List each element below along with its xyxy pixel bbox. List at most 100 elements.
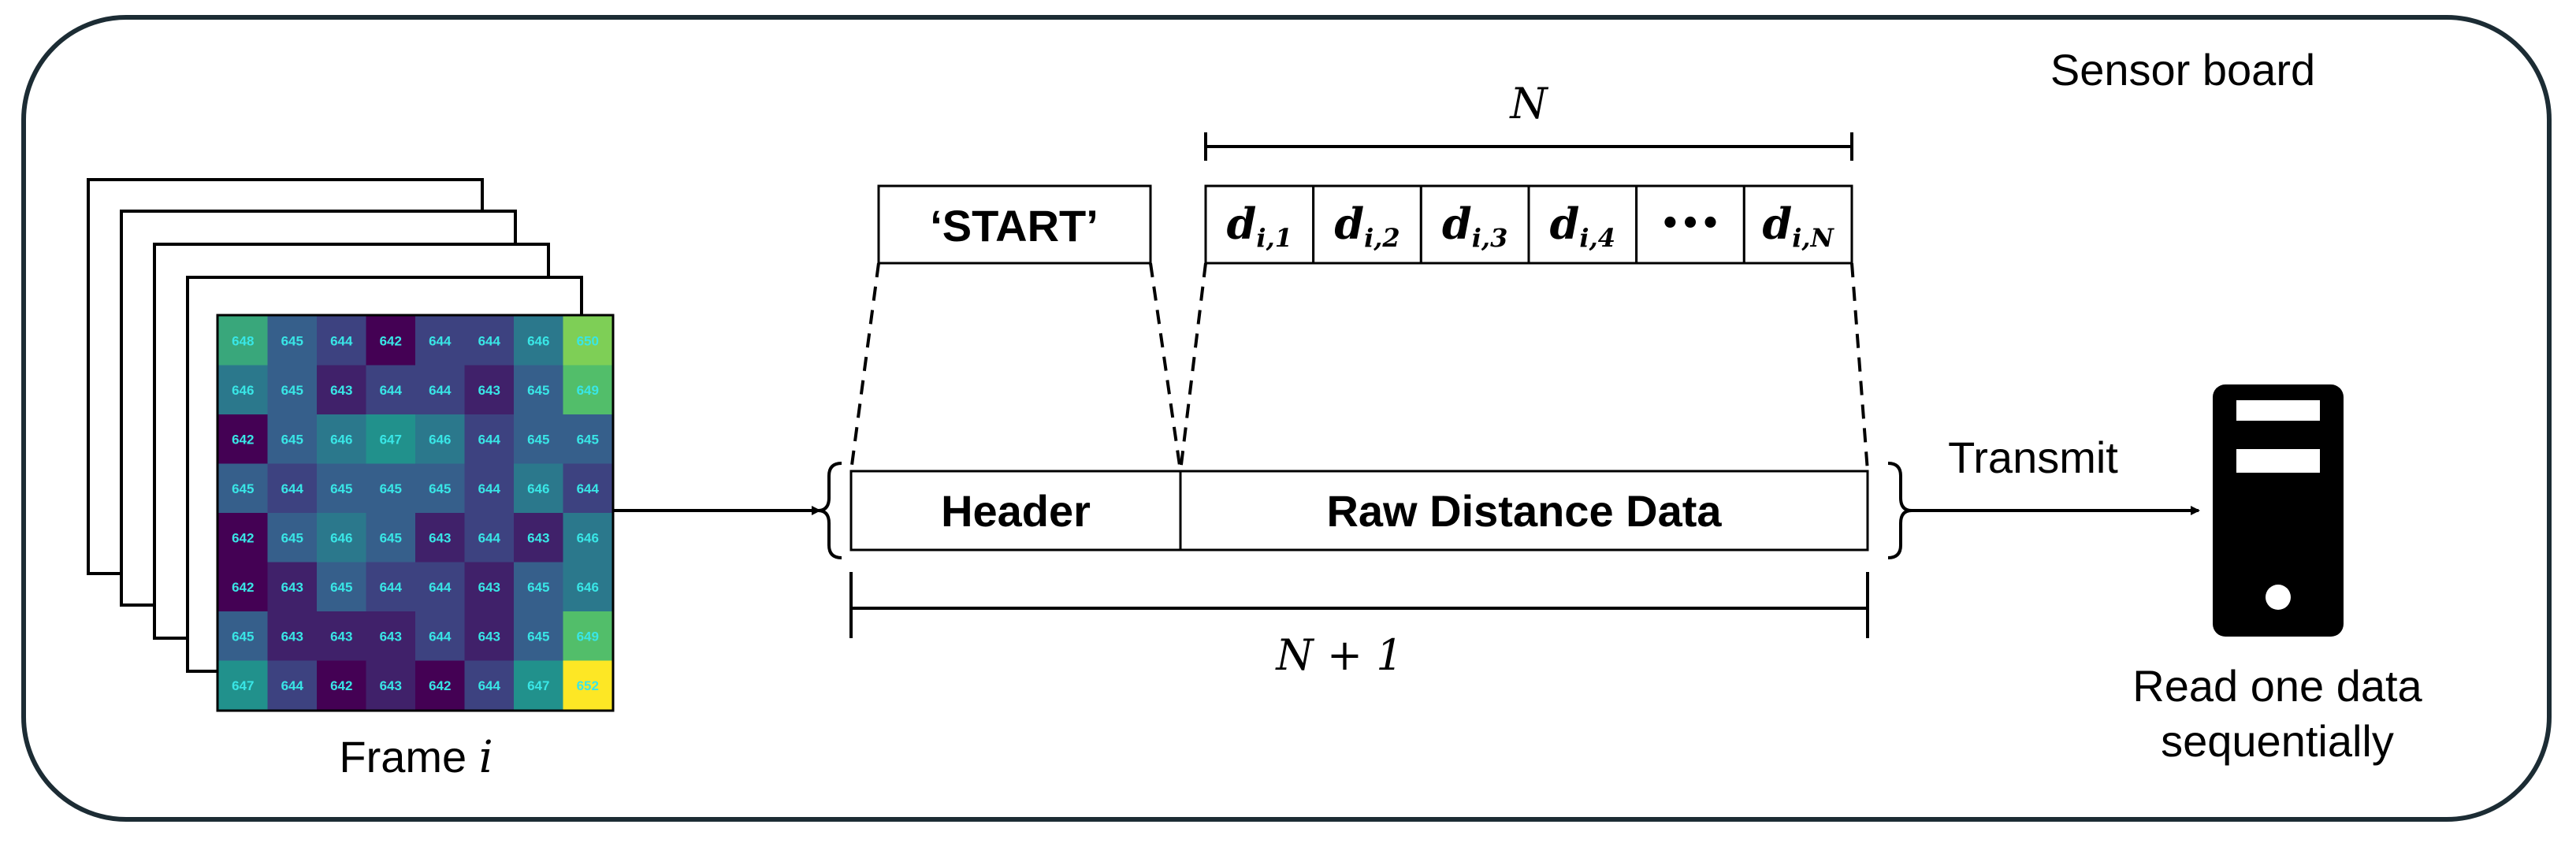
heatmap-cell-value: 650 — [577, 333, 599, 348]
heatmap-cell-value: 644 — [330, 333, 353, 348]
heatmap-cell-value: 644 — [478, 678, 501, 693]
heatmap-cell — [563, 463, 613, 514]
data-cell — [1527, 184, 1638, 265]
heatmap-cell — [366, 660, 416, 711]
heatmap-border — [216, 314, 615, 712]
heatmap-cell-value: 648 — [232, 333, 254, 348]
heatmap-cell — [514, 611, 563, 661]
heatmap-cell — [267, 562, 318, 612]
packet-length-label: N + 1 — [1274, 630, 1403, 680]
heatmap-cell-value: 643 — [281, 629, 303, 644]
data-cell — [1635, 184, 1745, 265]
heatmap-cell — [317, 316, 366, 366]
heatmap-cell-value: 645 — [330, 580, 352, 595]
heatmap-cell-value: 646 — [527, 481, 549, 496]
heatmap-cell-value: 644 — [429, 629, 452, 644]
heatmap-cell — [514, 414, 563, 464]
heatmap-cell — [514, 463, 563, 514]
packet-length-bracket — [849, 572, 1869, 638]
header-field-label: Header — [941, 486, 1091, 536]
heatmap-cell-value: 645 — [380, 530, 402, 545]
heatmap-cell-value: 642 — [380, 333, 402, 348]
data-cell-label: di,3 — [1442, 199, 1507, 253]
heatmap-cell-value: 652 — [577, 678, 599, 693]
heatmap-cell-value: 644 — [478, 432, 501, 447]
heatmap-cell-value: 643 — [478, 580, 500, 595]
frame-stack: 648 645 644 642 644 644 646 650 646 645 643 644 644 6… — [87, 178, 615, 712]
heatmap-cell — [464, 562, 515, 612]
heatmap-cell — [218, 611, 268, 661]
heatmap-cell-value: 646 — [429, 432, 451, 447]
heatmap-cell-value: 646 — [577, 580, 599, 595]
heatmap-cell — [464, 414, 515, 464]
sensor-board-frame — [21, 15, 2552, 822]
heatmap-cell-value: 643 — [380, 678, 402, 693]
heatmap-cell — [317, 365, 366, 415]
packet-left-brace — [817, 462, 842, 559]
frame-label-text: Frame — [339, 732, 467, 782]
heatmap-cell-value: 644 — [429, 333, 452, 348]
heatmap-cell — [366, 513, 416, 563]
heatmap-cell — [464, 316, 515, 366]
heatmap-cell — [415, 660, 465, 711]
heatmap-cell — [218, 414, 268, 464]
heatmap-cell — [366, 611, 416, 661]
ellipsis-label: ••• — [1660, 206, 1721, 242]
heatmap-cell-value: 645 — [527, 432, 549, 447]
data-count-label: N — [1508, 79, 1548, 128]
computer-tower-icon — [2213, 384, 2344, 637]
heatmap-cell-value: 646 — [577, 530, 599, 545]
heatmap-cell-value: 645 — [527, 580, 549, 595]
distance-heatmap: 648 645 644 642 644 644 646 650 646 645 643 644 644 6… — [218, 316, 613, 711]
start-marker-box — [877, 184, 1152, 265]
heatmap-cell-value: 642 — [330, 678, 352, 693]
heatmap-cell-value: 644 — [577, 481, 600, 496]
heatmap-cell-value: 647 — [232, 678, 254, 693]
heatmap-cell-value: 644 — [281, 481, 304, 496]
heatmap-cell — [218, 513, 268, 563]
heatmap-cell — [415, 316, 465, 366]
heatmap-cell-value: 644 — [478, 481, 501, 496]
heatmap-cell-value: 644 — [281, 678, 304, 693]
heatmap-cell-value: 643 — [429, 530, 451, 545]
heatmap-cell-value: 646 — [330, 432, 352, 447]
heatmap-cell — [514, 660, 563, 711]
heatmap-cell-value: 644 — [380, 383, 403, 398]
heatmap-cell — [317, 463, 366, 514]
heatmap-cell — [563, 562, 613, 612]
data-cell — [1742, 184, 1853, 265]
heatmap-cell-value: 643 — [281, 580, 303, 595]
heatmap-cell — [267, 513, 318, 563]
heatmap-cell — [563, 316, 613, 366]
heatmap-cell — [464, 660, 515, 711]
heatmap-cell — [464, 513, 515, 563]
heatmap-cell-value: 647 — [380, 432, 402, 447]
heatmap-cell-value: 645 — [577, 432, 599, 447]
frame-label-index: i — [479, 732, 493, 783]
header-field — [849, 470, 1182, 551]
heatmap-cell-value: 645 — [281, 432, 303, 447]
heatmap-cell-value: 643 — [380, 629, 402, 644]
heatmap-cell — [563, 611, 613, 661]
heatmap-cell — [563, 414, 613, 464]
heatmap-cell-value: 645 — [527, 383, 549, 398]
heatmap-cell — [317, 414, 366, 464]
data-cell-label: di,4 — [1550, 199, 1615, 253]
data-cell-label: di,1 — [1227, 199, 1292, 253]
heatmap-cell-value: 649 — [577, 383, 599, 398]
start-marker-label: ‘START’ — [930, 201, 1098, 251]
heatmap-cell-value: 645 — [281, 383, 303, 398]
heatmap-cell — [415, 513, 465, 563]
receiver-label-line2: sequentially — [2161, 716, 2394, 766]
heatmap-cell — [415, 562, 465, 612]
heatmap-cell — [366, 414, 416, 464]
heatmap-cell — [218, 562, 268, 612]
heatmap-cell-value: 644 — [429, 383, 452, 398]
heatmap-cell — [415, 365, 465, 415]
heatmap-cell — [514, 365, 563, 415]
heatmap-cell — [218, 316, 268, 366]
heatmap-cell-value: 643 — [527, 530, 549, 545]
heatmap-cell — [267, 463, 318, 514]
